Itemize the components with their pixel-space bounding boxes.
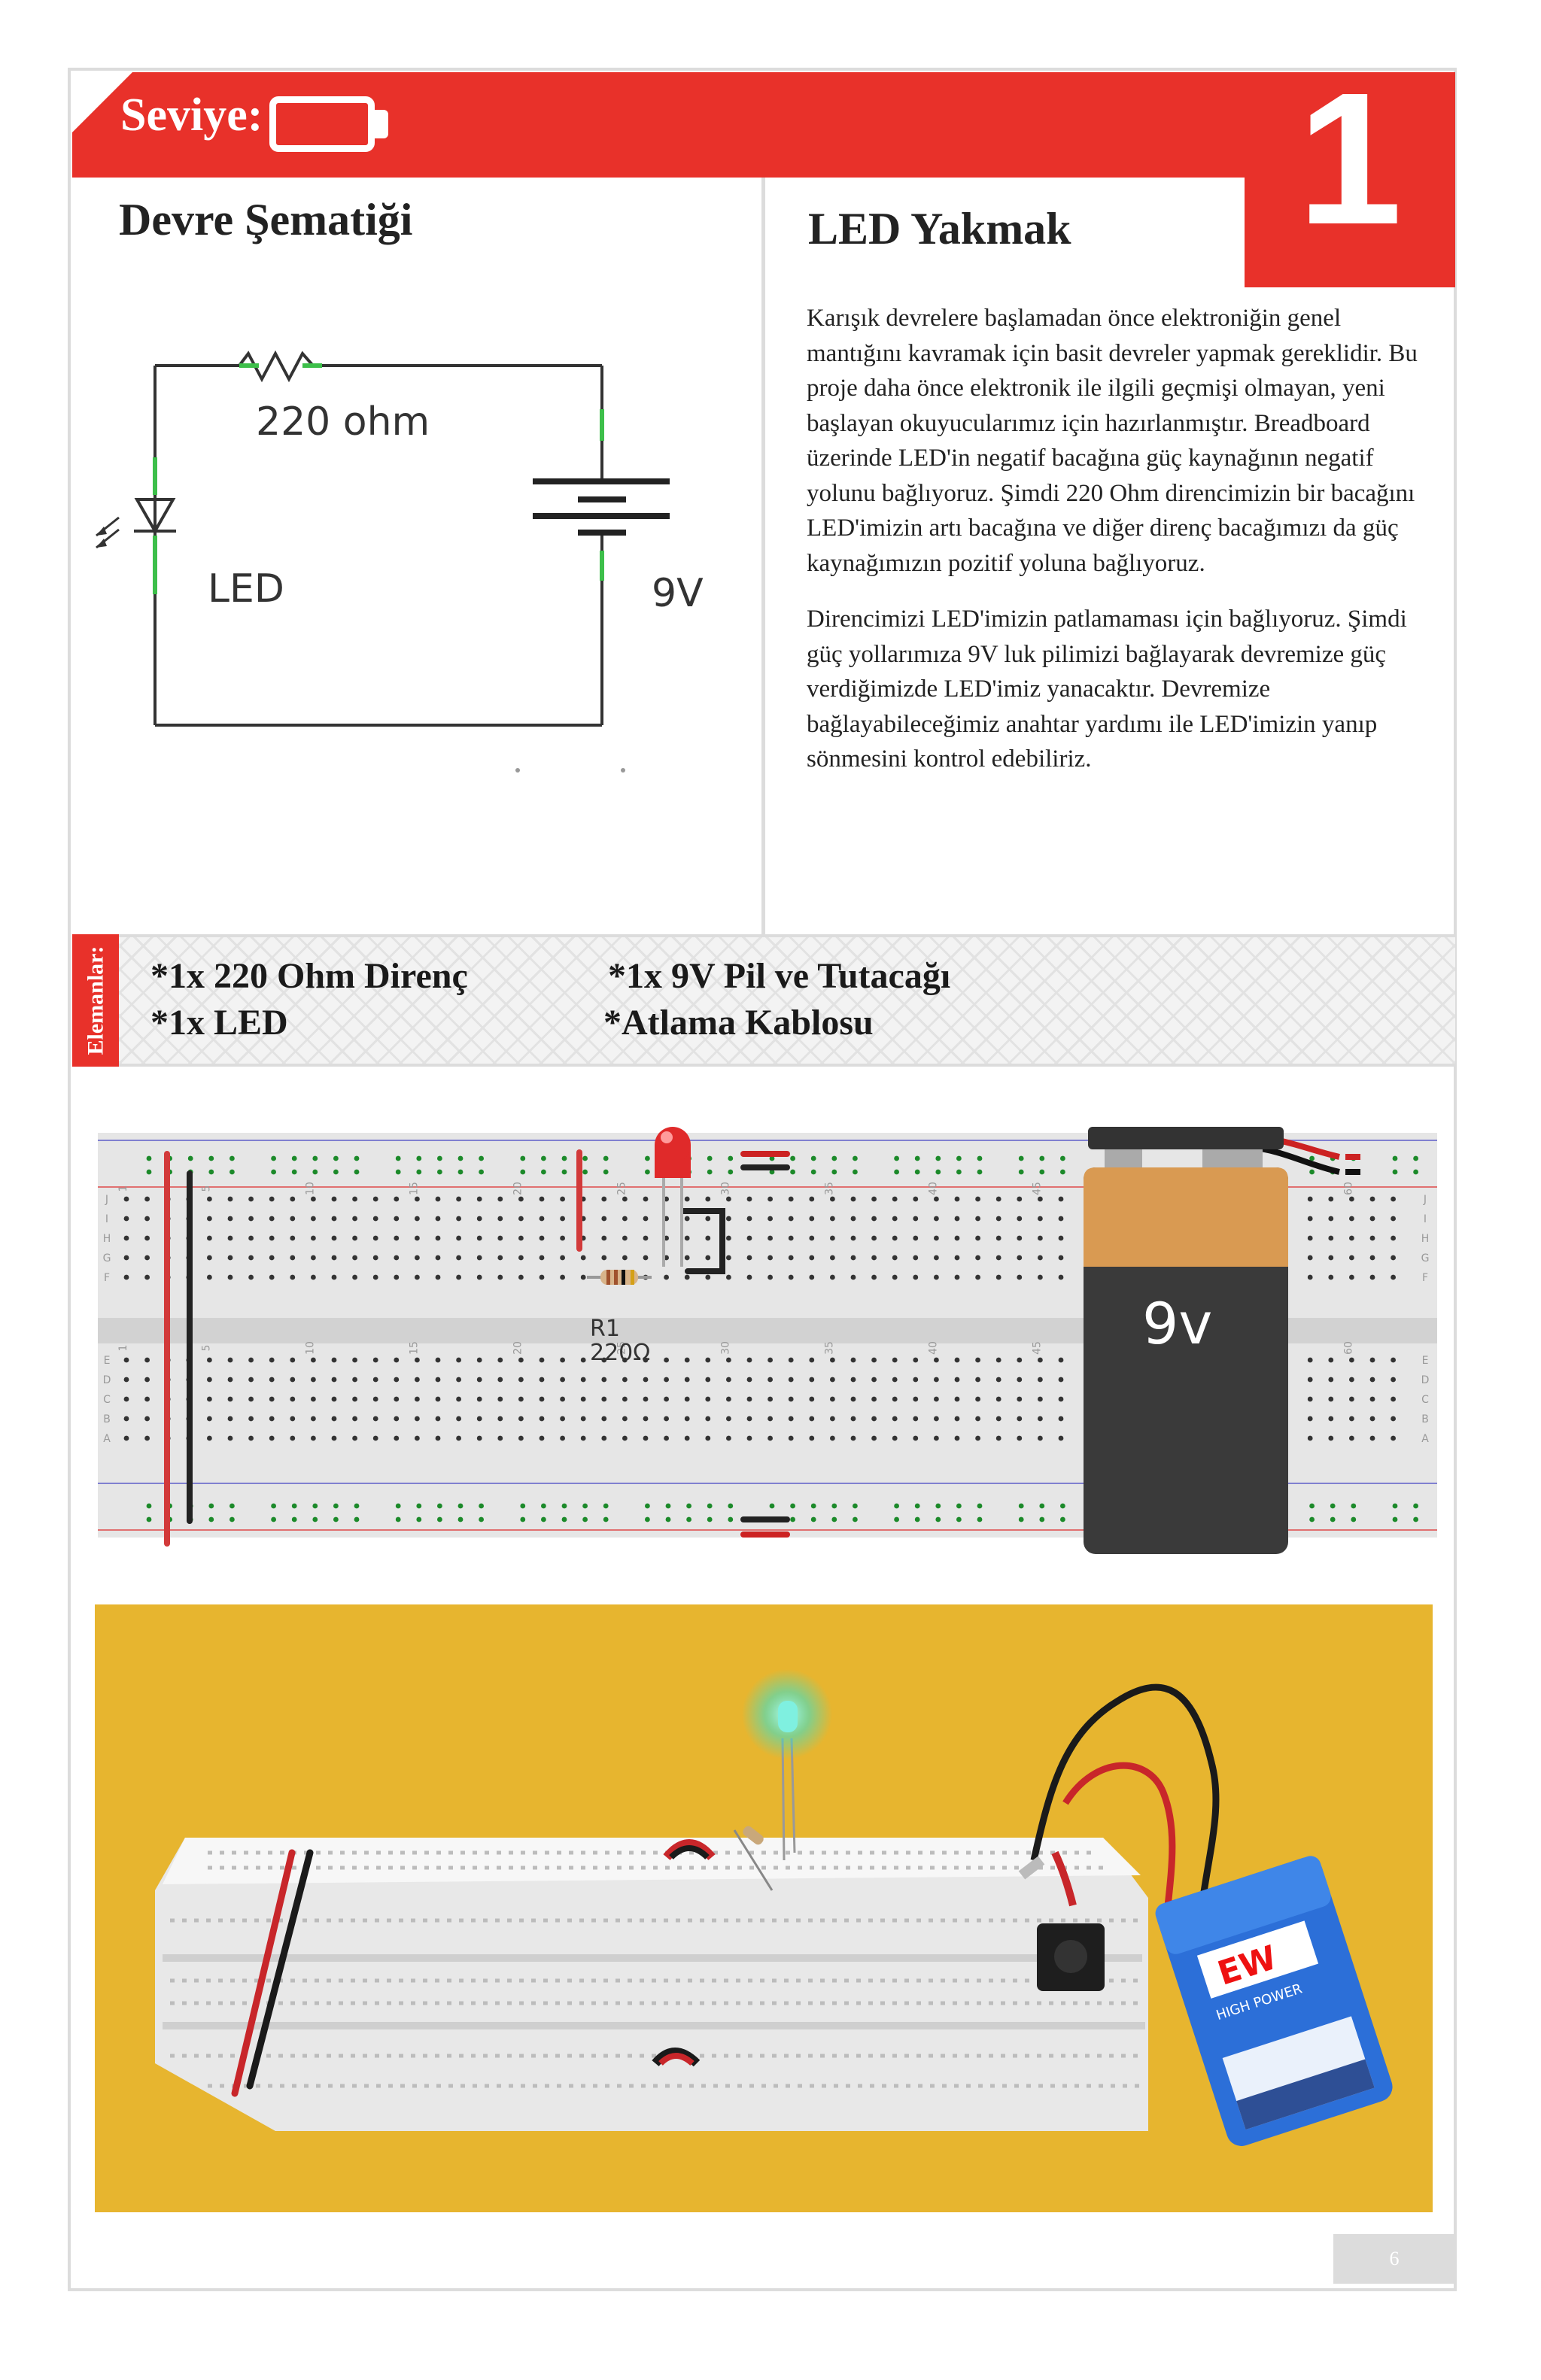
breadboard-row-letter: H xyxy=(1421,1233,1430,1245)
battery-top-band xyxy=(1084,1167,1288,1267)
breadboard-row-letter: B xyxy=(1421,1413,1429,1425)
breadboard-column-number: 60 xyxy=(1342,1341,1354,1355)
resistor-value-label: 220Ω xyxy=(590,1340,650,1366)
page-frame xyxy=(68,68,1457,2291)
project-title: LED Yakmak xyxy=(808,204,1071,253)
breadboard-column-number: 20 xyxy=(512,1341,524,1355)
description-paragraph-1: Karışık devrelere başlamadan önce elektr… xyxy=(807,305,1418,577)
breadboard-row-letter: I xyxy=(1424,1213,1427,1225)
breadboard-column-number: 30 xyxy=(719,1182,731,1195)
page-number: 6 xyxy=(1389,2248,1400,2269)
column-divider xyxy=(761,178,765,934)
component-item: *1x 9V Pil ve Tutacağı xyxy=(608,956,951,996)
breadboard-column-number: 20 xyxy=(512,1182,524,1195)
breadboard-row-letter: F xyxy=(104,1272,110,1284)
breadboard-row-letter: A xyxy=(1421,1433,1429,1445)
battery-terminal xyxy=(1202,1149,1263,1167)
breadboard-row-letter: A xyxy=(103,1433,111,1445)
breadboard-column-number: 1 xyxy=(117,1185,129,1192)
breadboard-row-letter: B xyxy=(103,1413,111,1425)
circuit-photo: EW HIGH POWER xyxy=(95,1604,1433,2212)
battery-level-icon xyxy=(269,96,375,152)
breadboard-row-letter: J xyxy=(1423,1194,1427,1206)
breadboard-row-letter: C xyxy=(103,1394,111,1406)
schematic-led-label: LED xyxy=(208,566,284,612)
photo-black-wire xyxy=(246,1849,314,2090)
battery-label: 9v xyxy=(1142,1290,1212,1357)
breadboard-column-number: 1 xyxy=(117,1345,129,1352)
breadboard-row-letter: H xyxy=(103,1233,111,1245)
breadboard-column-number: 40 xyxy=(927,1341,939,1355)
breadboard-column-number: 40 xyxy=(927,1182,939,1195)
breadboard-column-number: 10 xyxy=(304,1182,316,1195)
photo-red-wire xyxy=(231,1849,296,2097)
breadboard-column-number: 35 xyxy=(823,1341,835,1355)
component-item: *1x LED xyxy=(150,1003,288,1043)
breadboard-row-letter: J xyxy=(105,1194,108,1206)
photo-battery: EW HIGH POWER xyxy=(1155,1856,1393,2146)
components-tab xyxy=(72,934,119,1067)
breadboard-column-number: 10 xyxy=(304,1341,316,1355)
breadboard-column-number: 60 xyxy=(1342,1182,1354,1195)
breadboard-row-letter: F xyxy=(1422,1272,1428,1284)
breadboard-row-letter: G xyxy=(1421,1252,1430,1264)
project-number: 1 xyxy=(1297,53,1403,263)
led-dome xyxy=(655,1127,691,1163)
project-number-box xyxy=(1245,72,1455,287)
breadboard-column-number: 45 xyxy=(1031,1341,1043,1355)
black-jumper xyxy=(680,1208,725,1274)
breadboard-row-letter: G xyxy=(103,1252,111,1264)
breadboard-row-letter: E xyxy=(104,1355,111,1367)
breadboard-row-letter: C xyxy=(1421,1394,1429,1406)
level-label: Seviye: xyxy=(120,90,263,141)
schematic-title: Devre Şematiği xyxy=(119,195,413,244)
schematic-resistor-label: 220 ohm xyxy=(256,399,430,445)
page-number-box xyxy=(1333,2234,1455,2284)
schematic-battery-label: 9V xyxy=(652,571,704,616)
component-item: *1x 220 Ohm Direnç xyxy=(150,956,468,996)
circuit-schematic: 220 ohm LED 9V xyxy=(96,350,704,773)
breadboard-diagram: 1155101015152020252530303535404045456060… xyxy=(96,1100,1439,1566)
breadboard-column-number: 5 xyxy=(200,1185,212,1192)
battery-snap xyxy=(1088,1127,1284,1149)
breadboard-row-letter: D xyxy=(1421,1374,1430,1386)
components-tab-label: Elemanlar: xyxy=(83,946,108,1055)
breadboard-column-number: 5 xyxy=(200,1345,212,1352)
breadboard-column-number: 45 xyxy=(1031,1182,1043,1195)
photo-led xyxy=(778,1701,798,1732)
breadboard-column-number: 35 xyxy=(823,1182,835,1195)
breadboard-column-number: 15 xyxy=(408,1182,420,1195)
battery-terminal xyxy=(1105,1149,1142,1167)
components-strip xyxy=(72,934,1455,1067)
description-paragraph-2: Direncimizi LED'imizin patlamaması için … xyxy=(807,606,1407,773)
component-item: *Atlama Kablosu xyxy=(603,1003,874,1043)
breadboard-column-number: 15 xyxy=(408,1341,420,1355)
breadboard-row-letter: E xyxy=(1422,1355,1429,1367)
breadboard-row-letter: I xyxy=(105,1213,108,1225)
photo-resistor xyxy=(743,1826,764,1845)
battery-level-icon-tip xyxy=(375,110,388,138)
breadboard-column-number: 25 xyxy=(615,1182,628,1195)
breadboard-column-number: 30 xyxy=(719,1341,731,1355)
breadboard-column-number: 25 xyxy=(615,1341,628,1355)
breadboard-row-letter: D xyxy=(103,1374,111,1386)
resistor-name-label: R1 xyxy=(590,1316,620,1342)
header-bar xyxy=(72,72,1455,178)
project-description: Karışık devrelere başlamadan önce elektr… xyxy=(807,301,1439,798)
led-highlight xyxy=(661,1131,673,1143)
